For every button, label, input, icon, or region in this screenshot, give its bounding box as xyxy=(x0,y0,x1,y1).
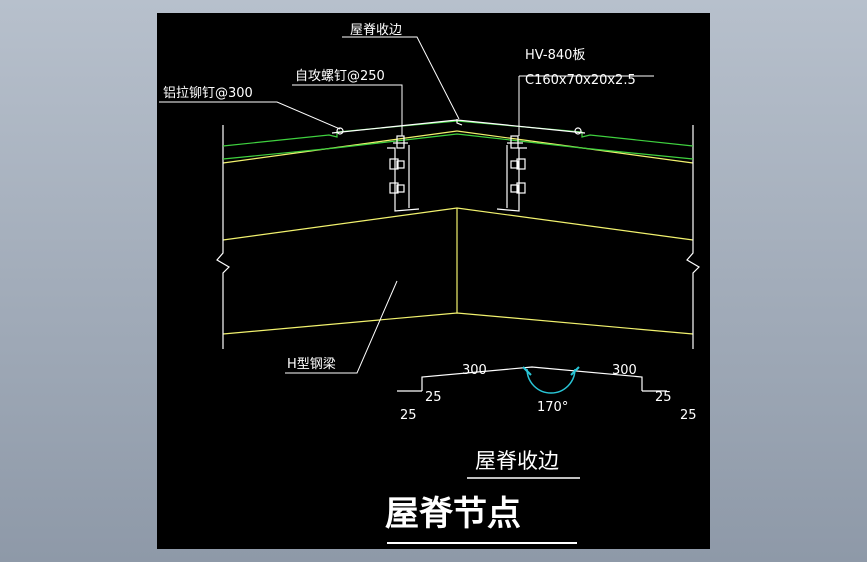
flashing-detail-profile xyxy=(397,366,667,394)
rivet-right-icon xyxy=(574,127,582,135)
ridge-detail-drawing: 屋脊收边 HV-840板 C160x70x20x2.5 自攻螺钉@250 铝拉铆… xyxy=(159,23,700,544)
dim-right-lip-inner: 25 xyxy=(655,390,672,405)
label-ridge-flashing: 屋脊收边 xyxy=(350,23,402,38)
cad-viewport[interactable]: 屋脊收边 HV-840板 C160x70x20x2.5 自攻螺钉@250 铝拉铆… xyxy=(157,13,710,549)
label-panel-type: HV-840板 xyxy=(525,48,585,63)
label-blind-rivet: 铝拉铆钉@300 xyxy=(163,86,253,101)
flashing-caption: 屋脊收边 xyxy=(475,449,559,473)
dim-right-lip-outer: 25 xyxy=(680,408,697,423)
dim-left-lip-outer: 25 xyxy=(400,408,417,423)
dim-left-width: 300 xyxy=(462,363,487,378)
dim-left-lip-inner: 25 xyxy=(425,390,442,405)
dim-angle: 170° xyxy=(537,400,568,415)
purlin-left xyxy=(387,135,420,212)
ridge-flashing-line xyxy=(331,119,586,134)
label-self-tapping-screw: 自攻螺钉@250 xyxy=(295,69,385,84)
dim-right-width: 300 xyxy=(612,363,637,378)
break-lines xyxy=(216,125,700,349)
drawing-title: 屋脊节点 xyxy=(385,494,521,534)
rivet-left-icon xyxy=(336,127,344,135)
angle-arc xyxy=(526,368,576,394)
h-steel-beam xyxy=(222,130,694,335)
label-purlin-spec: C160x70x20x2.5 xyxy=(525,73,636,88)
purlin-right xyxy=(496,135,527,212)
label-h-beam: H型钢梁 xyxy=(287,357,336,372)
leader-lines xyxy=(159,36,654,374)
